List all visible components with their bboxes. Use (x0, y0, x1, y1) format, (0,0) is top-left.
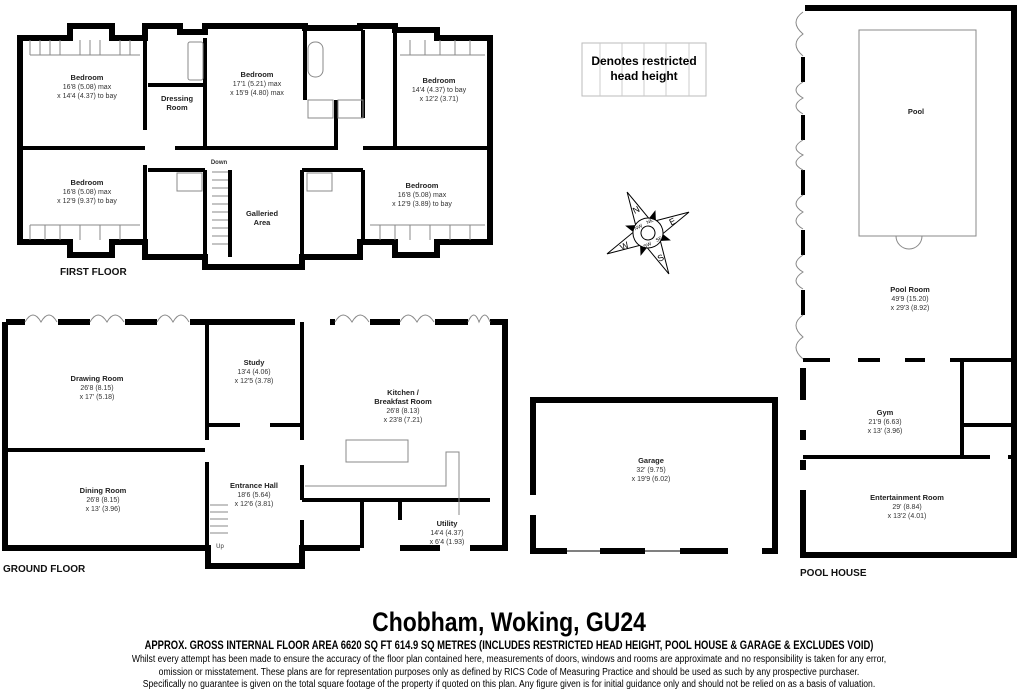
stairs-up-label: Up (216, 544, 224, 550)
room-dimension: 26'8 (8.13) (386, 408, 419, 415)
restricted-head-height-legend: Denotes restricted head height (581, 42, 707, 97)
room-name: Dining Room (80, 486, 127, 495)
floor-area-summary: APPROX. GROSS INTERNAL FLOOR AREA 6620 S… (144, 640, 874, 652)
room-dimension: x 29'3 (8.92) (891, 305, 930, 312)
room-name: Room (166, 103, 188, 112)
room-dimension: 32' (9.75) (636, 467, 665, 474)
room-dimension: x 13' (3.96) (86, 506, 121, 513)
room-name: Bedroom (406, 181, 439, 190)
room-dimension: 16'8 (5.08) max (63, 84, 112, 91)
disclaimer-line: omission or misstatement. These plans ar… (158, 666, 860, 678)
room-name: Galleried (246, 209, 279, 218)
room-name: Bedroom (71, 178, 104, 187)
room-dimension: 16'8 (5.08) max (63, 189, 112, 196)
room-name: Pool Room (890, 285, 930, 294)
ground-floor-label: GROUND FLOOR (3, 564, 86, 575)
room-dimension: x 14'4 (4.37) to bay (57, 93, 117, 100)
room-dimension: 17'1 (5.21) max (233, 81, 282, 88)
compass-sw: SW (643, 241, 653, 250)
room-dimension: 49'9 (15.20) (891, 296, 928, 303)
room-dimension: 14'4 (4.37) to bay (412, 87, 467, 94)
room-name: Entrance Hall (230, 481, 278, 490)
compass-rose-icon: N S E W NW NE SE SW (606, 191, 690, 275)
room-dimension: x 17' (5.18) (80, 394, 115, 401)
garage-plan: Garage 32' (9.75) x 19'9 (6.02) (530, 397, 778, 554)
room-dimension: 21'9 (6.63) (868, 419, 901, 426)
room-name: Utility (437, 519, 459, 528)
compass-e: E (668, 216, 678, 228)
stairs-down-label: Down (211, 160, 228, 166)
room-name: Dressing (161, 94, 194, 103)
legend-line-2: head height (610, 69, 677, 83)
room-name: Breakfast Room (374, 397, 432, 406)
room-name: Bedroom (423, 76, 456, 85)
room-dimension: 29' (8.84) (892, 504, 921, 511)
room-dimension: x 23'8 (7.21) (384, 417, 423, 424)
room-dimension: x 15'9 (4.80) max (230, 90, 284, 97)
room-dimension: 14'4 (4.37) (430, 530, 463, 537)
pool-house-label: POOL HOUSE (800, 568, 867, 579)
disclaimer-line: Specifically no guarantee is given on th… (142, 679, 876, 690)
room-dimension: x 12'2 (3.71) (420, 96, 459, 103)
compass-se: SE (655, 235, 664, 244)
room-dimension: x 12'9 (9.37) to bay (57, 198, 117, 205)
ground-floor-plan: Drawing Room 26'8 (8.15) x 17' (5.18) St… (2, 314, 508, 575)
room-name: Bedroom (71, 73, 104, 82)
room-name: Study (244, 358, 266, 367)
room-name: Drawing Room (71, 374, 124, 383)
room-name: Bedroom (241, 70, 274, 79)
property-title: Chobham, Woking, GU24 (372, 607, 646, 637)
compass-n: N (631, 204, 641, 216)
compass-nw: NW (633, 223, 643, 232)
pool-house-plan: Pool Pool Room 49'9 (15.20) x 29'3 (8.92… (795, 5, 1017, 579)
compass-ne: NE (646, 217, 656, 226)
first-floor-label: FIRST FLOOR (60, 267, 127, 278)
room-name: Entertainment Room (870, 493, 944, 502)
room-name: Kitchen / (387, 388, 420, 397)
room-dimension: x 13'2 (4.01) (888, 513, 927, 520)
room-dimension: x 12'9 (3.89) to bay (392, 201, 452, 208)
legend-line-1: Denotes restricted (591, 54, 696, 68)
room-dimension: 16'8 (5.08) max (398, 192, 447, 199)
restricted-head-height-hatching (29, 40, 485, 245)
room-name: Pool (908, 107, 924, 116)
room-dimension: x 12'6 (3.81) (235, 501, 274, 508)
footer: Chobham, Woking, GU24 APPROX. GROSS INTE… (0, 606, 1018, 692)
room-name: Gym (877, 408, 894, 417)
room-name: Garage (638, 456, 664, 465)
first-floor-plan: Bedroom 16'8 (5.08) max x 14'4 (4.37) to… (17, 23, 493, 278)
room-dimension: 13'4 (4.06) (237, 369, 270, 376)
room-name: Area (254, 218, 272, 227)
room-dimension: x 12'5 (3.78) (235, 378, 274, 385)
room-dimension: 26'8 (8.15) (80, 385, 113, 392)
room-dimension: 18'6 (5.64) (237, 492, 270, 499)
disclaimer-line: Whilst every attempt has been made to en… (131, 654, 887, 665)
room-dimension: 26'8 (8.15) (86, 497, 119, 504)
room-dimension: x 6'4 (1.93) (430, 539, 465, 546)
room-dimension: x 13' (3.96) (868, 428, 903, 435)
compass-s: S (656, 252, 666, 264)
room-dimension: x 19'9 (6.02) (632, 476, 671, 483)
